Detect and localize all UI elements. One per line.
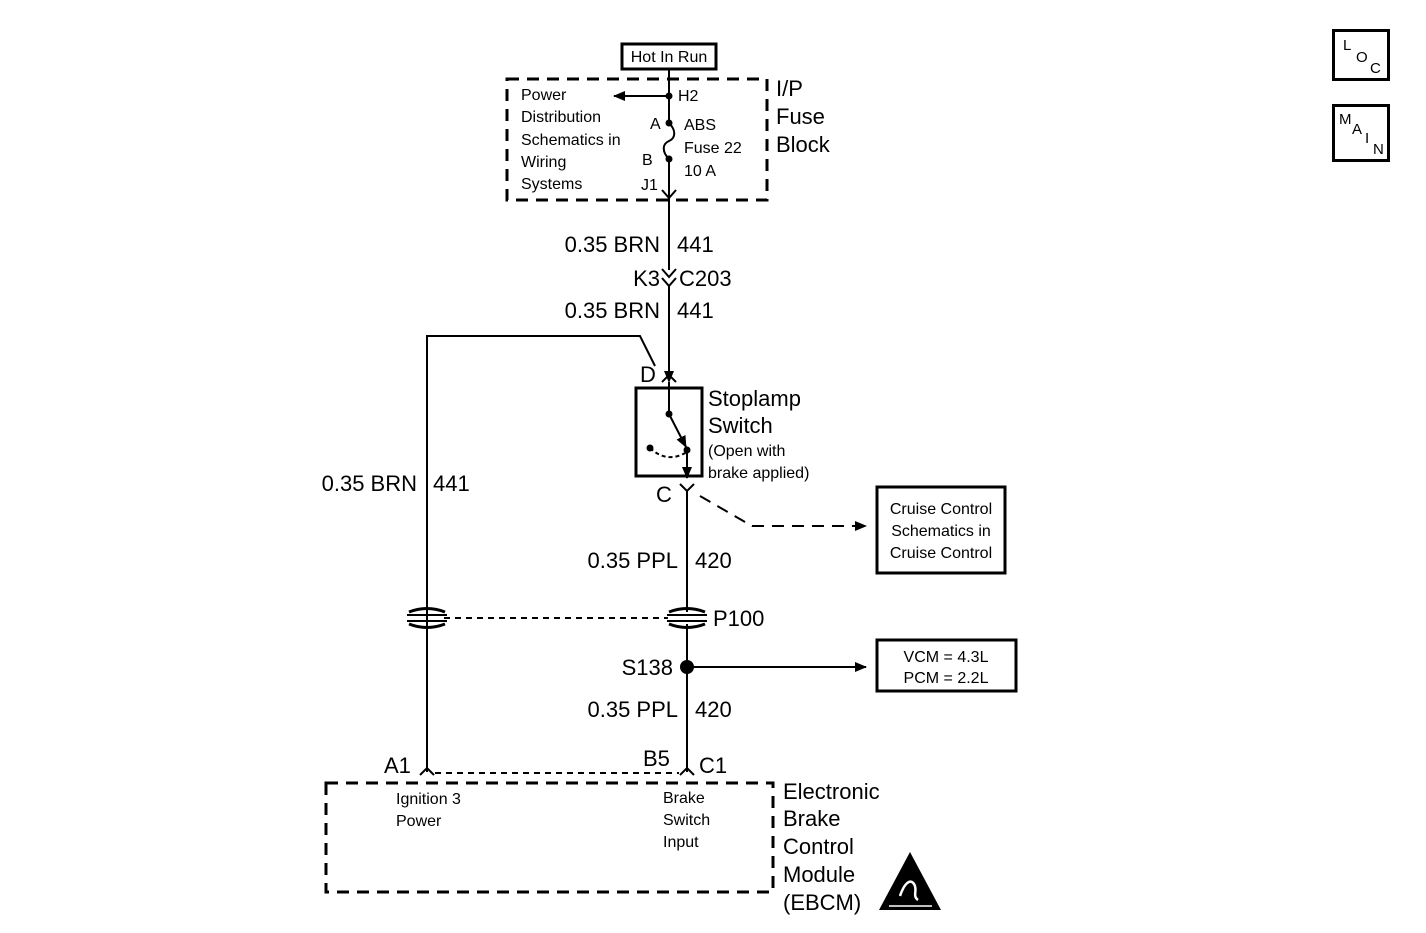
svg-text:PCM = 2.2L: PCM = 2.2L: [904, 670, 989, 687]
svg-text:Stoplamp: Stoplamp: [708, 386, 801, 411]
p100-label: P100: [713, 606, 764, 631]
fuse-label: ABS Fuse 22 10 A: [684, 117, 742, 180]
main-button[interactable]: M A I N: [1332, 104, 1390, 162]
svg-text:Switch: Switch: [663, 812, 710, 829]
hot-in-run-label: Hot In Run: [631, 49, 707, 66]
switch-arm: [668, 413, 687, 448]
ebcm-label: Electronic Brake Control Module (EBCM): [783, 779, 880, 915]
svg-text:Fuse: Fuse: [776, 104, 825, 129]
fuse-block-outline: [505, 77, 769, 202]
pin-b-label: B: [642, 152, 653, 169]
pin-c1-connector: [679, 766, 695, 776]
svg-text:ABS: ABS: [684, 117, 716, 134]
main-letter-m: M: [1339, 111, 1352, 128]
loc-letter-l: L: [1343, 37, 1352, 54]
main-letter-i: I: [1365, 130, 1370, 147]
wire-441-a-size: 0.35 BRN: [565, 232, 660, 257]
svg-text:Distribution: Distribution: [521, 109, 601, 126]
switch-mech-link: [649, 447, 688, 459]
svg-text:brake applied): brake applied): [708, 465, 809, 482]
stoplamp-switch-label: Stoplamp Switch: [708, 386, 801, 438]
svg-text:(Open with: (Open with: [708, 443, 785, 460]
wire-420-b-circuit: 420: [695, 697, 732, 722]
pin-j1-label: J1: [641, 177, 658, 194]
svg-text:Cruise Control: Cruise Control: [890, 501, 992, 518]
svg-text:Power: Power: [521, 87, 567, 104]
pin-a-label: A: [650, 116, 661, 133]
pin-d-label: D: [640, 362, 656, 387]
wire-420-a-size: 0.35 PPL: [587, 548, 678, 573]
pin-b5-label: B5: [643, 746, 670, 771]
wire-420-a-circuit: 420: [695, 548, 732, 573]
svg-text:(EBCM): (EBCM): [783, 890, 861, 915]
k3-label: K3: [633, 266, 660, 291]
wire-441-b-circuit: 441: [677, 298, 714, 323]
c203-connector: [661, 268, 677, 288]
svg-text:Block: Block: [776, 132, 831, 157]
pin-h2-label: H2: [678, 88, 699, 105]
wire-441-b-size: 0.35 BRN: [565, 298, 660, 323]
c203-label: C203: [679, 266, 732, 291]
main-letter-n: N: [1373, 141, 1384, 158]
svg-text:Fuse 22: Fuse 22: [684, 140, 742, 157]
esd-warning-icon: [879, 852, 941, 910]
pin-c-label: C: [656, 482, 672, 507]
vcm-label: VCM = 4.3L PCM = 2.2L: [904, 649, 989, 687]
svg-text:Power: Power: [396, 813, 442, 830]
svg-text:10 A: 10 A: [684, 163, 716, 180]
wire-441-left-circuit: 441: [433, 471, 470, 496]
svg-text:I/P: I/P: [776, 76, 803, 101]
wire-441-left-branch: [426, 335, 656, 772]
brake-switch-input-label: Brake Switch Input: [663, 790, 710, 851]
svg-text:Systems: Systems: [521, 176, 582, 193]
cruise-control-label: Cruise Control Schematics in Cruise Cont…: [890, 501, 992, 562]
svg-text:Electronic: Electronic: [783, 779, 880, 804]
pin-a1-label: A1: [384, 753, 411, 778]
wire-441-a-circuit: 441: [677, 232, 714, 257]
s138-label: S138: [622, 655, 673, 680]
stoplamp-switch-note: (Open with brake applied): [708, 443, 809, 482]
cruise-dashed-arrow: [699, 495, 867, 531]
p100-grommet-left: [407, 607, 447, 629]
j1-connector-mark: [661, 189, 677, 200]
ebcm-outline: [324, 781, 775, 894]
svg-text:Brake: Brake: [663, 790, 705, 807]
vcm-box: [875, 638, 1018, 693]
svg-text:Ignition 3: Ignition 3: [396, 791, 461, 808]
svg-text:Module: Module: [783, 862, 855, 887]
wire-420-b-size: 0.35 PPL: [587, 697, 678, 722]
svg-text:Schematics in: Schematics in: [521, 132, 621, 149]
svg-text:Wiring: Wiring: [521, 154, 566, 171]
fuse-block-label: I/P Fuse Block: [776, 76, 831, 157]
fuse-element: [662, 122, 676, 160]
loc-button[interactable]: L O C: [1332, 29, 1390, 81]
svg-text:Cruise Control: Cruise Control: [890, 545, 992, 562]
power-distribution-note: Power Distribution Schematics in Wiring …: [521, 87, 621, 193]
pin-c-connector: [679, 483, 695, 493]
svg-text:Schematics in: Schematics in: [891, 523, 991, 540]
pin-d-connector: [661, 373, 677, 383]
svg-text:Input: Input: [663, 834, 699, 851]
svg-text:VCM = 4.3L: VCM = 4.3L: [904, 649, 989, 666]
svg-text:Control: Control: [783, 834, 854, 859]
loc-letter-c: C: [1370, 60, 1381, 77]
wire-441-left-size: 0.35 BRN: [322, 471, 417, 496]
svg-text:Switch: Switch: [708, 413, 773, 438]
svg-text:Brake: Brake: [783, 806, 840, 831]
cruise-control-box: [875, 485, 1007, 575]
pin-c1-label: C1: [699, 753, 727, 778]
pin-a1-connector: [419, 766, 435, 776]
loc-letter-o: O: [1356, 49, 1368, 66]
ignition-power-label: Ignition 3 Power: [396, 791, 461, 830]
main-letter-a: A: [1352, 121, 1363, 138]
